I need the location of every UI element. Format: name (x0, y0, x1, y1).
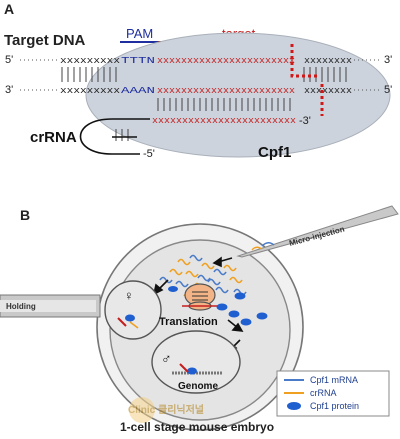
watermark: Clinic 클리닉저널 (128, 397, 204, 423)
free-cpf1-proteins (168, 286, 268, 326)
bottom-strand-target-seq: xxxxxxxxxxxxxxxxxxxxxxx (157, 86, 295, 96)
rna-strand (215, 286, 229, 294)
watermark-logo-circle (129, 397, 155, 423)
rna-strand (189, 254, 203, 262)
female-crrna (129, 321, 139, 329)
rna-strand (201, 262, 215, 270)
crrna: xxxxxxxxxxxxxxxxxxxxxxxx -3' -5' crRNA (30, 115, 311, 160)
crrna-pairing-ticks (157, 98, 291, 111)
panel-b-label: B (20, 207, 30, 223)
rna-strand (207, 278, 221, 286)
male-dna-break (179, 363, 189, 373)
holding-pipette-bore (0, 300, 96, 312)
male-cpf1-protein (187, 367, 197, 375)
target-dna-title: Target DNA (4, 32, 86, 49)
needle-mrna-strand (261, 242, 275, 247)
pam-label: PAM (126, 26, 153, 41)
rna-strand (175, 280, 189, 288)
watermark-text: Clinic 클리닉저널 (128, 403, 204, 416)
legend-items: Cpf1 mRNA crRNA Cpf1 protein (284, 375, 359, 411)
legend-label: Cpf1 protein (310, 401, 359, 411)
cpf1-protein (234, 292, 246, 300)
rna-strand (177, 258, 191, 266)
base-pair-ticks-right (303, 67, 347, 82)
needle-crrna-strand (251, 246, 263, 251)
cpf1-protein (256, 312, 268, 320)
crrna-seq: xxxxxxxxxxxxxxxxxxxxxxxx (152, 116, 296, 126)
crrna-stem-ticks (115, 129, 129, 141)
rna-strand (213, 268, 227, 276)
cleavage-mark-top (290, 44, 318, 78)
cpf1-protein (228, 310, 240, 318)
arrow-injection-head (212, 256, 222, 268)
embryo-cytoplasm (109, 239, 291, 421)
female-symbol: ♀ (124, 288, 134, 303)
holding-label: Holding (6, 302, 36, 311)
base-pair-ticks-left (61, 67, 117, 82)
cpf1-protein (168, 286, 178, 292)
bottom-strand: 3' xxxxxxxxx AAAN xxxxxxxxxxxxxxxxxxxxxx… (5, 84, 392, 96)
crrna-label: crRNA (30, 129, 77, 146)
top-strand-5-end: 5' (5, 54, 13, 66)
legend: Cpf1 mRNA crRNA Cpf1 protein (276, 370, 390, 417)
arrow-to-female-head (152, 283, 164, 296)
crrna-stem-loop (79, 118, 150, 155)
rna-strand (169, 268, 183, 276)
crrna-5-end: -5' (143, 148, 155, 160)
cpf1-protein (216, 303, 228, 311)
top-strand-x-seq: xxxxxxxxx (60, 56, 120, 66)
cpf1-protein (240, 318, 252, 326)
top-strand-tail-seq: xxxxxxxx (304, 56, 352, 66)
top-strand: 5' xxxxxxxxx TTTN xxxxxxxxxxxxxxxxxxxxxx… (5, 54, 392, 66)
female-pronucleus: ♀ (104, 280, 162, 340)
top-strand-3-end: 3' (384, 54, 392, 66)
legend-label: Cpf1 mRNA (310, 375, 358, 385)
micro-injection-label: Micro-injection (288, 224, 345, 247)
holding-pipette: Holding (0, 294, 101, 318)
panel-b: B Holding Micro-injection (0, 205, 399, 434)
bottom-strand-pam-seq: AAAN (121, 86, 155, 96)
female-pronucleus-shape (104, 280, 162, 340)
bottom-strand-tail-seq: xxxxxxxx (304, 86, 352, 96)
injection-needle-body (236, 205, 399, 258)
legend-label: crRNA (310, 388, 337, 398)
bottom-strand-5-end: 5' (384, 84, 392, 96)
panel-a: A Target DNA PAM target Cpf1 5' xxxxxxxx… (4, 1, 392, 161)
male-pronucleus-shape (151, 330, 241, 394)
top-strand-target-seq: xxxxxxxxxxxxxxxxxxxxxxx (157, 56, 295, 66)
rna-strand (223, 264, 237, 272)
embryo-caption: 1-cell stage mouse embryo (120, 420, 274, 434)
injected-rna-cloud (159, 254, 247, 300)
female-dna-break (117, 317, 127, 327)
rna-strand (229, 276, 243, 284)
translation-label: Translation (159, 316, 218, 328)
ribosome-lines (192, 291, 208, 301)
ribosome: Translation (159, 283, 220, 328)
male-symbol: ♂ (161, 350, 172, 366)
bottom-strand-x-seq: xxxxxxxxx (60, 86, 120, 96)
top-strand-pam-seq: TTTN (121, 56, 155, 66)
rna-strand (185, 270, 199, 278)
panel-a-label: A (4, 1, 14, 17)
rna-strand (197, 274, 211, 282)
female-cpf1-protein (125, 314, 135, 322)
arrow-to-protein-head (231, 322, 244, 332)
male-pronucleus: ♂ Genome (151, 330, 241, 394)
cpf1-label: Cpf1 (258, 144, 291, 161)
legend-swatch (287, 402, 301, 410)
crrna-3-end: -3' (299, 115, 311, 127)
rna-strand (159, 276, 173, 284)
bottom-strand-3-end: 3' (5, 84, 13, 96)
genome-label: Genome (178, 381, 218, 392)
cpf1-protein-shape (85, 32, 391, 158)
injection-needle: Micro-injection (236, 205, 399, 258)
